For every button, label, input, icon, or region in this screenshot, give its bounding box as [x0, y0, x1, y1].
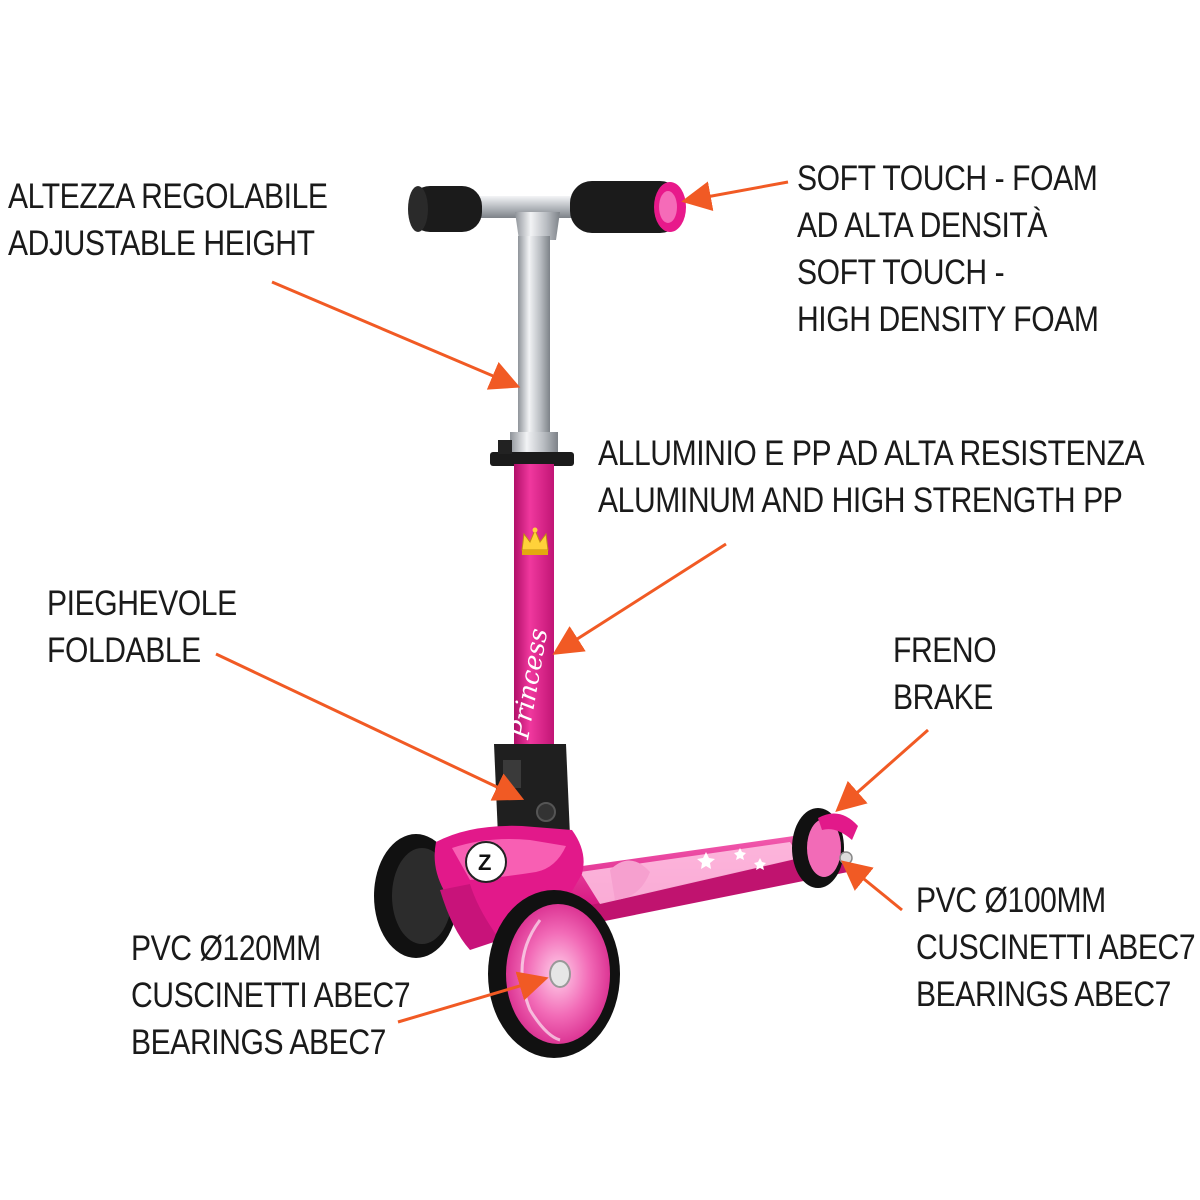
- callout-material-line1: ALLUMINIO E PP AD ALTA RESISTENZA: [598, 434, 1145, 473]
- callout-foldable-line2: FOLDABLE: [47, 631, 201, 670]
- callout-grips: SOFT TOUCH - FOAM AD ALTA DENSITÀ SOFT T…: [797, 155, 1099, 343]
- deck: [520, 832, 850, 930]
- callout-foldable: PIEGHEVOLE FOLDABLE: [47, 580, 237, 674]
- star-icon: [697, 848, 766, 870]
- callout-brake-line1: FRENO: [893, 631, 997, 670]
- callout-front-wheels-line3: BEARINGS ABEC7: [131, 1023, 386, 1062]
- arrow-brake: [835, 728, 929, 812]
- arrow-grips: [681, 180, 789, 211]
- callout-rear-wheel-line3: BEARINGS ABEC7: [916, 975, 1171, 1014]
- arrow-foldable: [215, 652, 525, 801]
- arrow-material: [552, 542, 727, 655]
- callout-arrows: [215, 180, 929, 1024]
- callout-brake-line2: BRAKE: [893, 678, 993, 717]
- callout-foldable-line1: PIEGHEVOLE: [47, 584, 237, 623]
- lower-stem: [514, 464, 554, 754]
- callout-grips-line1: SOFT TOUCH - FOAM: [797, 159, 1098, 198]
- upper-stem: [518, 236, 550, 450]
- crown-icon: [521, 527, 549, 555]
- callout-material: ALLUMINIO E PP AD ALTA RESISTENZA ALUMIN…: [598, 430, 1145, 524]
- callout-height-line1: ALTEZZA REGOLABILE: [8, 177, 328, 216]
- callout-front-wheels-line2: CUSCINETTI ABEC7: [131, 976, 411, 1015]
- scooter: Princess: [374, 181, 858, 1058]
- arrow-rear-wheel: [841, 860, 903, 912]
- height-clamp: [490, 432, 574, 466]
- handlebar-joint: [515, 212, 560, 240]
- rear-brake: [818, 813, 858, 840]
- callout-height-line2: ADJUSTABLE HEIGHT: [8, 224, 315, 263]
- brand-badge-letter: Z: [478, 850, 491, 875]
- callout-front-wheels-line1: PVC Ø120MM: [131, 929, 321, 968]
- arrow-height: [271, 280, 521, 390]
- callout-grips-line4: HIGH DENSITY FOAM: [797, 300, 1099, 339]
- callout-rear-wheel-line2: CUSCINETTI ABEC7: [916, 928, 1196, 967]
- callout-height: ALTEZZA REGOLABILE ADJUSTABLE HEIGHT: [8, 173, 328, 267]
- brand-badge: [465, 841, 507, 883]
- left-grip: [408, 186, 482, 232]
- callout-rear-wheel: PVC Ø100MM CUSCINETTI ABEC7 BEARINGS ABE…: [916, 877, 1196, 1018]
- callout-grips-line3: SOFT TOUCH -: [797, 253, 1005, 292]
- callout-front-wheels: PVC Ø120MM CUSCINETTI ABEC7 BEARINGS ABE…: [131, 925, 411, 1066]
- callout-brake: FRENO BRAKE: [893, 627, 997, 721]
- right-grip: [570, 181, 686, 233]
- callout-grips-line2: AD ALTA DENSITÀ: [797, 206, 1048, 245]
- callout-rear-wheel-line1: PVC Ø100MM: [916, 881, 1106, 920]
- arrow-front-wheels: [397, 971, 549, 1024]
- callout-material-line2: ALUMINUM AND HIGH STRENGTH PP: [598, 481, 1123, 520]
- front-body: Z: [434, 825, 584, 950]
- front-right-wheel: [488, 890, 620, 1058]
